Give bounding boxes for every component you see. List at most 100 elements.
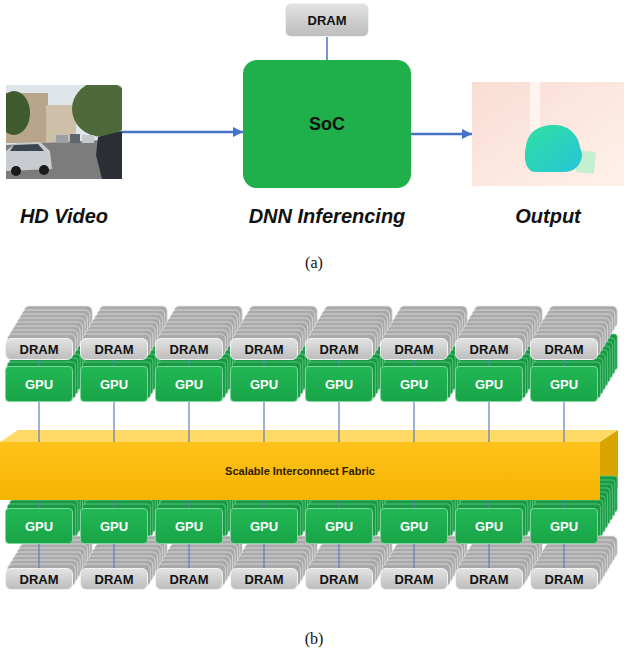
bus-line bbox=[263, 500, 264, 508]
fabric-top-face bbox=[0, 430, 618, 442]
dram-box: DRAM bbox=[5, 338, 73, 360]
panel-label: (b) bbox=[305, 630, 324, 648]
far-car bbox=[70, 134, 80, 143]
wheel bbox=[39, 165, 49, 175]
dram-box: DRAM bbox=[230, 338, 298, 360]
dram-box: DRAM bbox=[380, 568, 448, 590]
bus-line bbox=[188, 402, 189, 442]
depth-streak bbox=[530, 82, 540, 132]
dram-label: DRAM bbox=[320, 572, 359, 587]
bus-line bbox=[338, 544, 339, 568]
dram-label: DRAM bbox=[545, 572, 584, 587]
gpu-label: GPU bbox=[250, 377, 278, 392]
caption-text: HD Video bbox=[20, 205, 108, 228]
dram-label: DRAM bbox=[395, 572, 434, 587]
bus-line bbox=[188, 544, 189, 568]
dram-label: DRAM bbox=[170, 342, 209, 357]
dram-box: DRAM bbox=[305, 338, 373, 360]
bus-line bbox=[488, 402, 489, 442]
bus-line bbox=[113, 402, 114, 442]
dram-label: DRAM bbox=[245, 342, 284, 357]
dram-label: DRAM bbox=[320, 342, 359, 357]
dram-label: DRAM bbox=[470, 572, 509, 587]
bus-line bbox=[563, 500, 564, 508]
dram-box: DRAM bbox=[5, 568, 73, 590]
dram-label: DRAM bbox=[95, 572, 134, 587]
gpu-label: GPU bbox=[325, 377, 353, 392]
bus-line bbox=[488, 500, 489, 508]
gpu-box: GPU bbox=[530, 366, 598, 402]
car-window bbox=[10, 144, 44, 151]
bus-line bbox=[326, 37, 328, 60]
dram-label: DRAM bbox=[308, 13, 347, 28]
dram-box: DRAM bbox=[155, 338, 223, 360]
gpu-box: GPU bbox=[230, 366, 298, 402]
flow-arrow bbox=[411, 133, 472, 136]
soc-label: SoC bbox=[309, 114, 345, 135]
flow-arrow bbox=[122, 131, 243, 134]
wheel bbox=[11, 166, 21, 176]
caption-text: Output bbox=[515, 205, 581, 228]
bus-line bbox=[113, 544, 114, 568]
bus-line bbox=[338, 500, 339, 508]
far-car bbox=[56, 135, 68, 143]
bus-line bbox=[488, 544, 489, 568]
bus-line bbox=[563, 544, 564, 568]
dram-box: DRAM bbox=[455, 338, 523, 360]
far-car bbox=[82, 135, 94, 143]
gpu-box: GPU bbox=[5, 366, 73, 402]
gpu-box: GPU bbox=[305, 366, 373, 402]
gpu-box: GPU bbox=[530, 508, 598, 544]
gpu-box: GPU bbox=[380, 508, 448, 544]
bus-line bbox=[38, 402, 39, 442]
bus-line bbox=[263, 402, 264, 442]
dram-label: DRAM bbox=[470, 342, 509, 357]
gpu-label: GPU bbox=[100, 519, 128, 534]
gpu-box: GPU bbox=[305, 508, 373, 544]
bus-line bbox=[113, 500, 114, 508]
bus-line bbox=[338, 402, 339, 442]
gpu-box: GPU bbox=[155, 366, 223, 402]
side-car bbox=[96, 131, 122, 179]
bus-line bbox=[38, 500, 39, 508]
gpu-box: GPU bbox=[455, 366, 523, 402]
gpu-label: GPU bbox=[475, 519, 503, 534]
interconnect-band: Scalable Interconnect Fabric bbox=[0, 442, 600, 500]
gpu-label: GPU bbox=[100, 377, 128, 392]
gpu-label: GPU bbox=[175, 377, 203, 392]
dram-box: DRAM bbox=[305, 568, 373, 590]
gpu-box: GPU bbox=[5, 508, 73, 544]
dram-box: DRAM bbox=[155, 568, 223, 590]
gpu-box: GPU bbox=[155, 508, 223, 544]
gpu-label: GPU bbox=[550, 519, 578, 534]
panel-label: (a) bbox=[305, 254, 323, 272]
dram-label: DRAM bbox=[20, 572, 59, 587]
bus-line bbox=[413, 500, 414, 508]
fabric-label: Scalable Interconnect Fabric bbox=[225, 465, 375, 477]
gpu-label: GPU bbox=[175, 519, 203, 534]
dram-label: DRAM bbox=[20, 342, 59, 357]
dram-label: DRAM bbox=[545, 342, 584, 357]
depth-output bbox=[472, 82, 624, 186]
gpu-label: GPU bbox=[550, 377, 578, 392]
gpu-box: GPU bbox=[380, 366, 448, 402]
bus-line bbox=[188, 500, 189, 508]
dram-label: DRAM bbox=[170, 572, 209, 587]
gpu-label: GPU bbox=[25, 377, 53, 392]
gpu-box: GPU bbox=[455, 508, 523, 544]
gpu-label: GPU bbox=[475, 377, 503, 392]
bus-line bbox=[413, 544, 414, 568]
gpu-label: GPU bbox=[325, 519, 353, 534]
dram-box: DRAM bbox=[80, 568, 148, 590]
caption-text: DNN Inferencing bbox=[249, 205, 406, 228]
dram-box: DRAM bbox=[80, 338, 148, 360]
depth-car bbox=[525, 125, 582, 172]
tree bbox=[72, 85, 122, 137]
gpu-label: GPU bbox=[400, 519, 428, 534]
bus-line bbox=[413, 402, 414, 442]
dram-box: DRAM bbox=[530, 568, 598, 590]
tree bbox=[6, 91, 30, 135]
bus-line bbox=[38, 544, 39, 568]
soc-box: SoCDNN Inferencing bbox=[243, 60, 411, 188]
